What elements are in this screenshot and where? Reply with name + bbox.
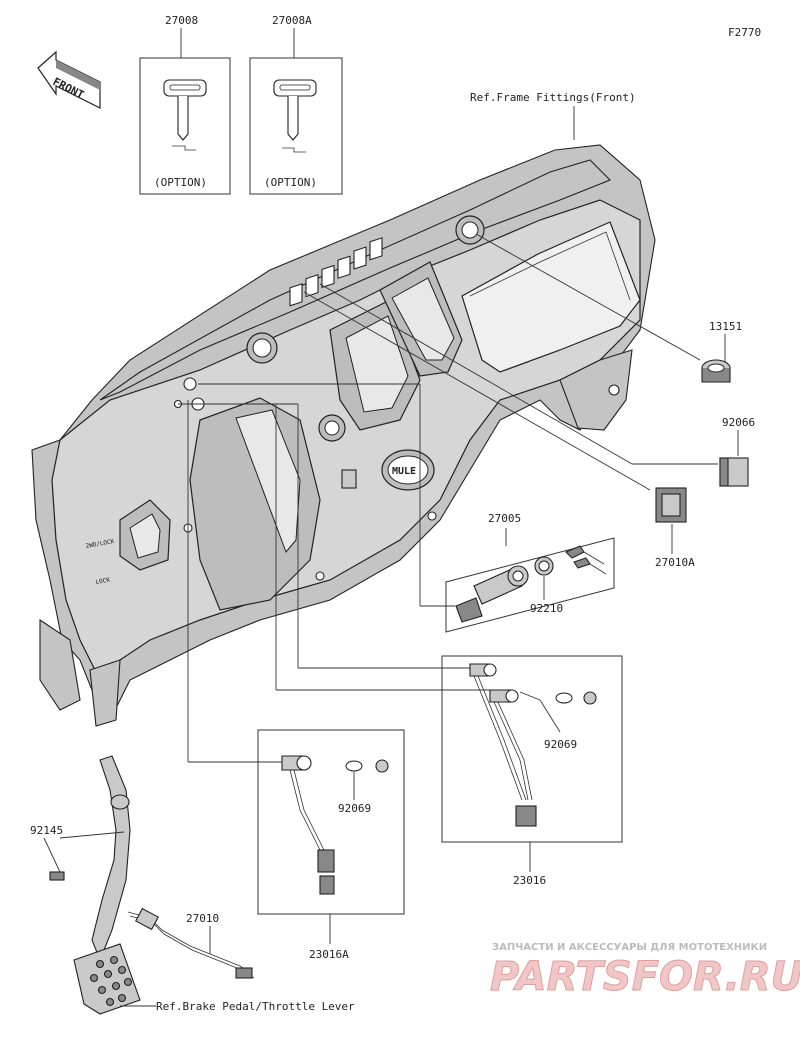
ref-brake-pedal: Ref.Brake Pedal/Throttle Lever <box>156 1000 355 1013</box>
label-23016: 23016 <box>513 874 546 887</box>
ref-frame-fittings: Ref.Frame Fittings(Front) <box>470 91 636 104</box>
switch-27010a: 27010A <box>655 487 695 569</box>
key-27008-box <box>139 57 231 195</box>
brake-pedal-group: 92145 27010 Ref.Brake Pedal/Throttle Lev… <box>30 755 355 1015</box>
label-13151: 13151 <box>709 320 742 333</box>
label-92069-b: 92069 <box>338 802 371 815</box>
label-92066: 92066 <box>722 416 755 429</box>
label-27010a: 27010A <box>655 556 695 569</box>
lock-label: LOCK <box>95 576 111 585</box>
label-27010: 27010 <box>186 912 219 925</box>
pedal-pad-studs <box>89 955 133 1007</box>
label-92210: 92210 <box>530 602 563 615</box>
brand-emblem: MULE <box>392 466 416 477</box>
dashboard-panel: MULE 2WD/LOCK LOCK <box>31 144 656 727</box>
front-arrow-icon: FRONT <box>37 50 101 109</box>
harness-23016-box <box>441 655 623 843</box>
label-27008a: 27008A <box>272 14 312 27</box>
harness-23016a-box <box>257 729 405 915</box>
label-92145: 92145 <box>30 824 63 837</box>
socket-13151: 13151 <box>701 320 742 383</box>
key-27008a-group: 27008A (OPTION) <box>249 14 343 195</box>
cap-92066: 92066 <box>719 416 755 487</box>
diagram-code: F2770 <box>728 26 761 39</box>
option-label-1: (OPTION) <box>154 176 207 189</box>
key-27008-group: 27008 (OPTION) <box>139 14 231 195</box>
key-icon <box>273 79 317 153</box>
switch-slots <box>289 237 383 307</box>
label-23016a: 23016A <box>309 948 349 961</box>
watermark-logo: PARTSFOR.RU <box>490 954 800 1000</box>
p-lock-label: 2WD/LOCK <box>85 538 115 550</box>
ignition-27005-group: 27005 92210 <box>445 512 615 633</box>
harness-23016a-group: 92069 23016A <box>257 729 405 961</box>
watermark-tagline: ЗАПЧАСТИ И АКСЕССУАРЫ ДЛЯ МОТОТЕХНИКИ <box>492 942 767 953</box>
harness-23016-group: 92069 23016 <box>441 655 623 887</box>
label-27008: 27008 <box>165 14 198 27</box>
key-icon <box>163 79 207 151</box>
label-27005: 27005 <box>488 512 521 525</box>
option-label-2: (OPTION) <box>264 176 317 189</box>
label-92069-a: 92069 <box>544 738 577 751</box>
key-27008a-box <box>249 57 343 195</box>
